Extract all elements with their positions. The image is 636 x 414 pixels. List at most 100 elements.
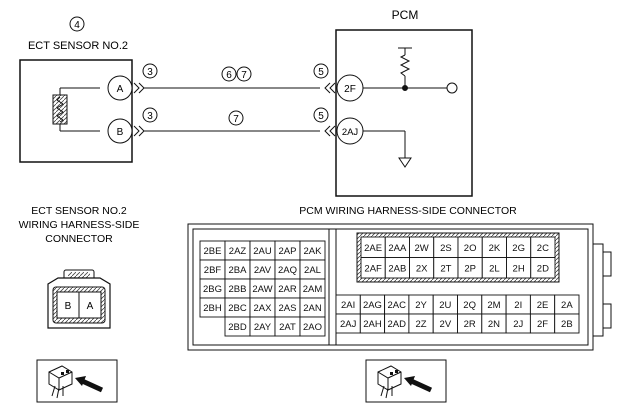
pin-label-2z: 2Z [416,319,427,330]
pin-label-2ax: 2AX [254,303,273,314]
pin-label-2bh: 2BH [203,303,222,314]
pin-label-2ab: 2AB [388,263,406,274]
pin-label-2ac: 2AC [388,300,407,311]
pin-cell [554,313,580,334]
pin-label-2g: 2G [512,243,525,254]
sensor-connector-pin-b: B [65,301,72,312]
pin-label-2aa: 2AA [388,243,407,254]
pin-label-2am: 2AM [303,284,323,295]
svg-text:4: 4 [74,20,80,31]
pin-label-2al: 2AL [304,265,321,276]
pin-cell [299,316,326,337]
circled-number-3-top: 3 [142,63,158,79]
pin-label-2y: 2Y [415,300,427,311]
pin-cell [530,257,556,279]
pin-label-2at: 2AT [279,322,296,333]
svg-text:7: 7 [233,114,239,125]
sensor-connector-caption-3: CONNECTOR [45,233,113,245]
sensor-connector-caption-1: ECT SENSOR NO.2 [31,205,127,217]
pin-label-2av: 2AV [254,265,272,276]
pin-label-2bg: 2BG [203,284,222,295]
pin-label-2b: 2B [561,319,573,330]
view-direction-icon-sensor [36,359,118,403]
pin-label-2aj: 2AJ [340,319,357,330]
pin-label-2w: 2W [415,243,429,254]
pin-label-2f: 2F [537,319,548,330]
pcm-box [335,29,473,197]
connector-mark-pcm-bottom [324,125,336,137]
pcm-connector-caption: PCM WIRING HARNESS-SIDE CONNECTOR [299,205,517,217]
ect-sensor-title: ECT SENSOR NO.2 [28,40,128,52]
pin-label-2ar: 2AR [278,284,297,295]
connector-mark-sensor-bottom [133,125,145,137]
pin-label-2o: 2O [464,243,477,254]
pin-label-2t: 2T [440,263,451,274]
pin-label-2ae: 2AE [364,243,382,254]
pin-label-2a: 2A [561,300,573,311]
circled-number-3-bottom: 3 [142,107,158,123]
pin-label-2j: 2J [513,319,523,330]
pin-label-2c: 2C [537,243,549,254]
pin-label-2v: 2V [440,319,452,330]
pin-label-2u: 2U [439,300,451,311]
pin-label-2aw: 2AW [252,284,272,295]
pin-label-2af: 2AF [364,263,382,274]
pcm-title: PCM [392,8,419,22]
pin-label-2x: 2X [416,263,428,274]
sensor-connector-pin-a: A [87,301,94,312]
pin-label-2i: 2I [514,300,522,311]
svg-text:B: B [117,127,124,138]
pin-label-2d: 2D [537,263,549,274]
view-direction-icon-pcm [365,359,447,403]
pin-label-2e: 2E [537,300,549,311]
sensor-connector-caption-2: WIRING HARNESS-SIDE [19,219,140,231]
pin-label-2bd: 2BD [228,322,247,333]
svg-text:5: 5 [318,111,324,122]
pin-2aj-terminal: 2AJ [336,117,364,145]
svg-text:6: 6 [226,70,232,81]
pin-label-2ay: 2AY [254,322,272,333]
thermistor-symbol [52,87,100,132]
pin-label-2h: 2H [513,263,525,274]
pin-label-2au: 2AU [253,246,272,257]
pin-label-2ak: 2AK [304,246,323,257]
pin-label-2q: 2Q [463,300,476,311]
pin-label-2p: 2P [464,263,476,274]
pin-label-2aq: 2AQ [278,265,297,276]
pin-label-2s: 2S [440,243,452,254]
pin-label-2ag: 2AG [363,300,382,311]
pin-label-2l: 2L [489,263,500,274]
ect-sensor-box [19,59,133,163]
svg-text:7: 7 [241,70,247,81]
pcm-internal-circuit [363,47,458,168]
sensor-connector-face [47,269,111,329]
pin-label-2bb: 2BB [229,284,247,295]
pin-label-2as: 2AS [279,303,297,314]
pin-label-2bc: 2BC [228,303,247,314]
pin-label-2az: 2AZ [229,246,247,257]
circled-number-7-top: 7 [236,66,252,82]
svg-text:2F: 2F [344,84,356,95]
pin-label-2an: 2AN [303,303,322,314]
circled-number-6: 6 [221,66,237,82]
pin-label-2m: 2M [487,300,500,311]
svg-text:5: 5 [318,67,324,78]
pin-label-2ah: 2AH [363,319,382,330]
circled-number-7-bottom: 7 [228,110,244,126]
pin-b-terminal: B [107,118,133,144]
circled-number-4: 4 [69,16,85,32]
pin-label-2ao: 2AO [303,322,322,333]
pin-label-2n: 2N [488,319,500,330]
circled-number-5-top: 5 [313,63,329,79]
pin-label-2bf: 2BF [204,265,222,276]
pin-label-2ba: 2BA [229,265,248,276]
circled-number-5-bottom: 5 [313,107,329,123]
svg-text:3: 3 [147,111,153,122]
svg-text:3: 3 [147,67,153,78]
connector-mark-sensor-top [133,82,145,94]
pin-2f-terminal: 2F [336,74,364,102]
